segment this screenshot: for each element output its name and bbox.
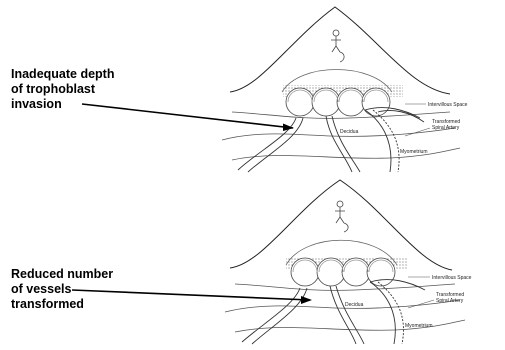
villi-row <box>283 85 403 116</box>
villi-row <box>286 258 408 286</box>
label-myometrium: Myometrium <box>405 323 433 329</box>
fetus-icon <box>331 30 344 62</box>
pointer-arrow <box>72 290 310 300</box>
pointer-arrow <box>82 104 293 128</box>
label-decidua: Decidua <box>345 302 364 308</box>
placenta-outline <box>230 7 450 94</box>
spiral-arteries <box>242 280 425 344</box>
label-intervillous-space: Intervillous Space <box>432 275 472 281</box>
placenta-outline <box>230 180 452 270</box>
spiral-arteries <box>238 108 424 172</box>
fetus-icon <box>335 201 348 232</box>
label-intervillous-space: Intervillous Space <box>428 102 468 108</box>
label-decidua: Decidua <box>340 129 359 135</box>
label-myometrium: Myometrium <box>400 149 428 155</box>
pointer-arrowhead <box>301 296 312 304</box>
